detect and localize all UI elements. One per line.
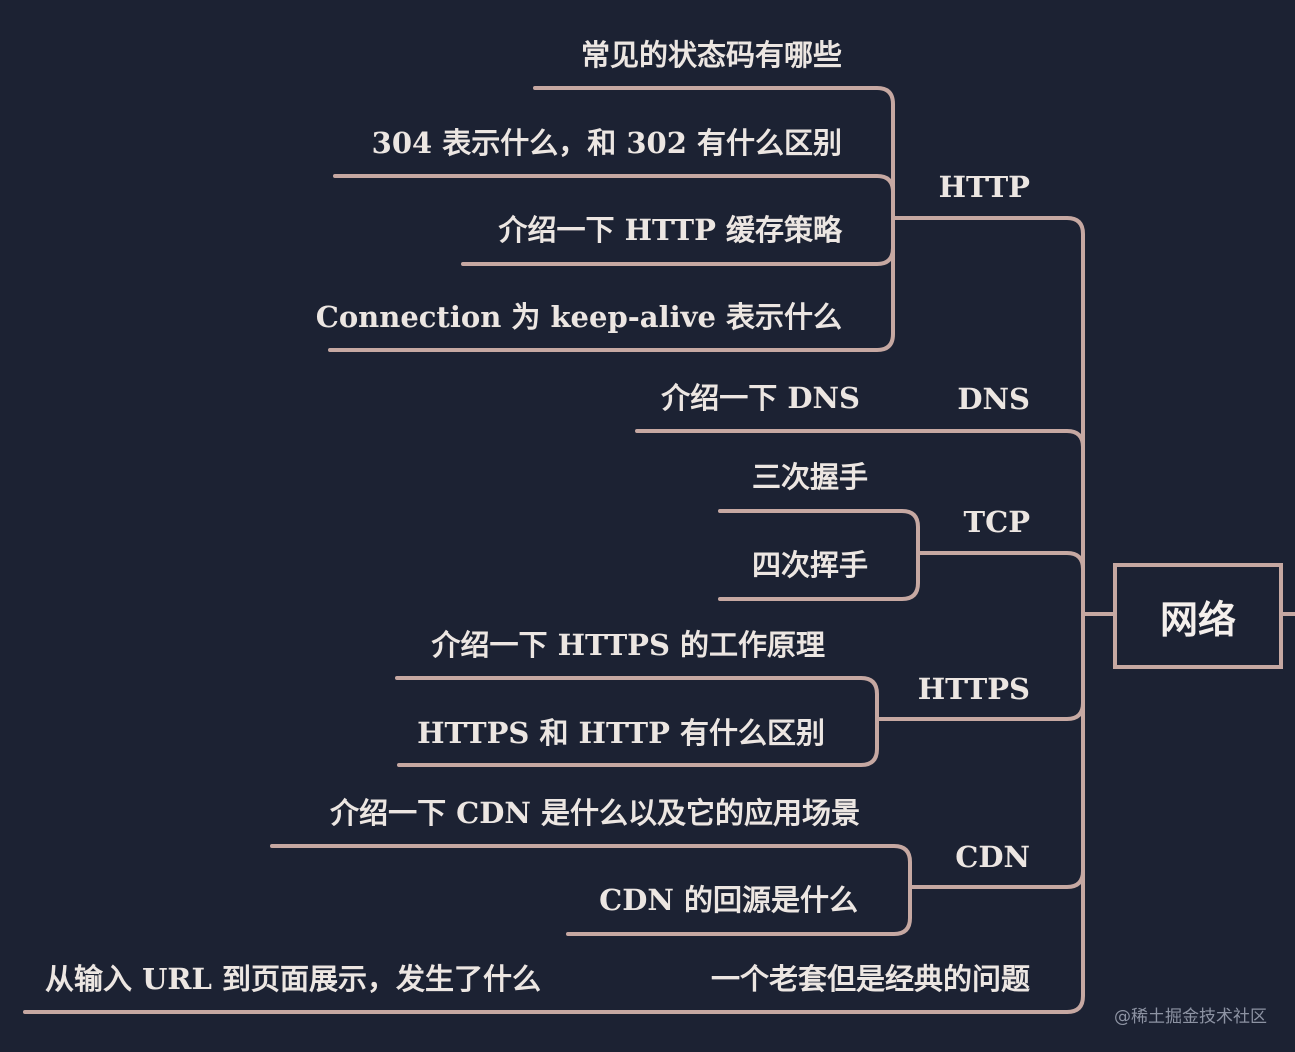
leaf-line-http-3 [461,246,895,266]
leaf-dns-intro[interactable]: 介绍一下 DNS [661,381,860,415]
connector-https [875,701,1085,721]
leaf-http-status-codes[interactable]: 常见的状态码有哪些 [580,38,842,72]
leaf-http-304-302[interactable]: 304 表示什么，和 302 有什么区别 [371,126,842,160]
root-node[interactable]: 网络 [1113,563,1283,669]
leaf-cdn-origin[interactable]: CDN 的回源是什么 [599,883,858,917]
branch-cdn-label[interactable]: CDN [955,840,1030,874]
leaf-https-principle[interactable]: 介绍一下 HTTPS 的工作原理 [431,628,825,662]
leaf-https-vs-http[interactable]: HTTPS 和 HTTP 有什么区别 [417,716,825,750]
connector-dns [635,429,1085,449]
bracket-tcp [718,509,920,601]
watermark: @稀土掘金技术社区 [1114,1007,1267,1027]
leaf-line-http-2 [333,174,895,194]
branch-http-label[interactable]: HTTP [938,170,1030,204]
branch-https-label[interactable]: HTTPS [917,672,1030,706]
branch-dns-label[interactable]: DNS [957,382,1030,416]
leaf-cdn-intro[interactable]: 介绍一下 CDN 是什么以及它的应用场景 [330,796,860,830]
branch-tcp-label[interactable]: TCP [963,505,1030,539]
leaf-tcp-wave[interactable]: 四次挥手 [751,548,868,582]
leaf-tcp-handshake[interactable]: 三次握手 [751,460,868,494]
connector-tcp [916,551,1085,571]
bracket-http [328,86,895,352]
bracket-cdn [270,844,912,936]
leaf-http-keep-alive[interactable]: Connection 为 keep-alive 表示什么 [315,300,842,334]
leaf-http-cache-policy[interactable]: 介绍一下 HTTP 缓存策略 [498,213,842,247]
connector-trunk [1065,216,1085,1014]
leaf-classic-url[interactable]: 从输入 URL 到页面展示，发生了什么 [45,962,541,996]
bracket-https [395,676,879,767]
root-label: 网络 [1159,597,1236,642]
branch-classic-label[interactable]: 一个老套但是经典的问题 [710,962,1030,996]
connector-cdn [908,869,1085,889]
